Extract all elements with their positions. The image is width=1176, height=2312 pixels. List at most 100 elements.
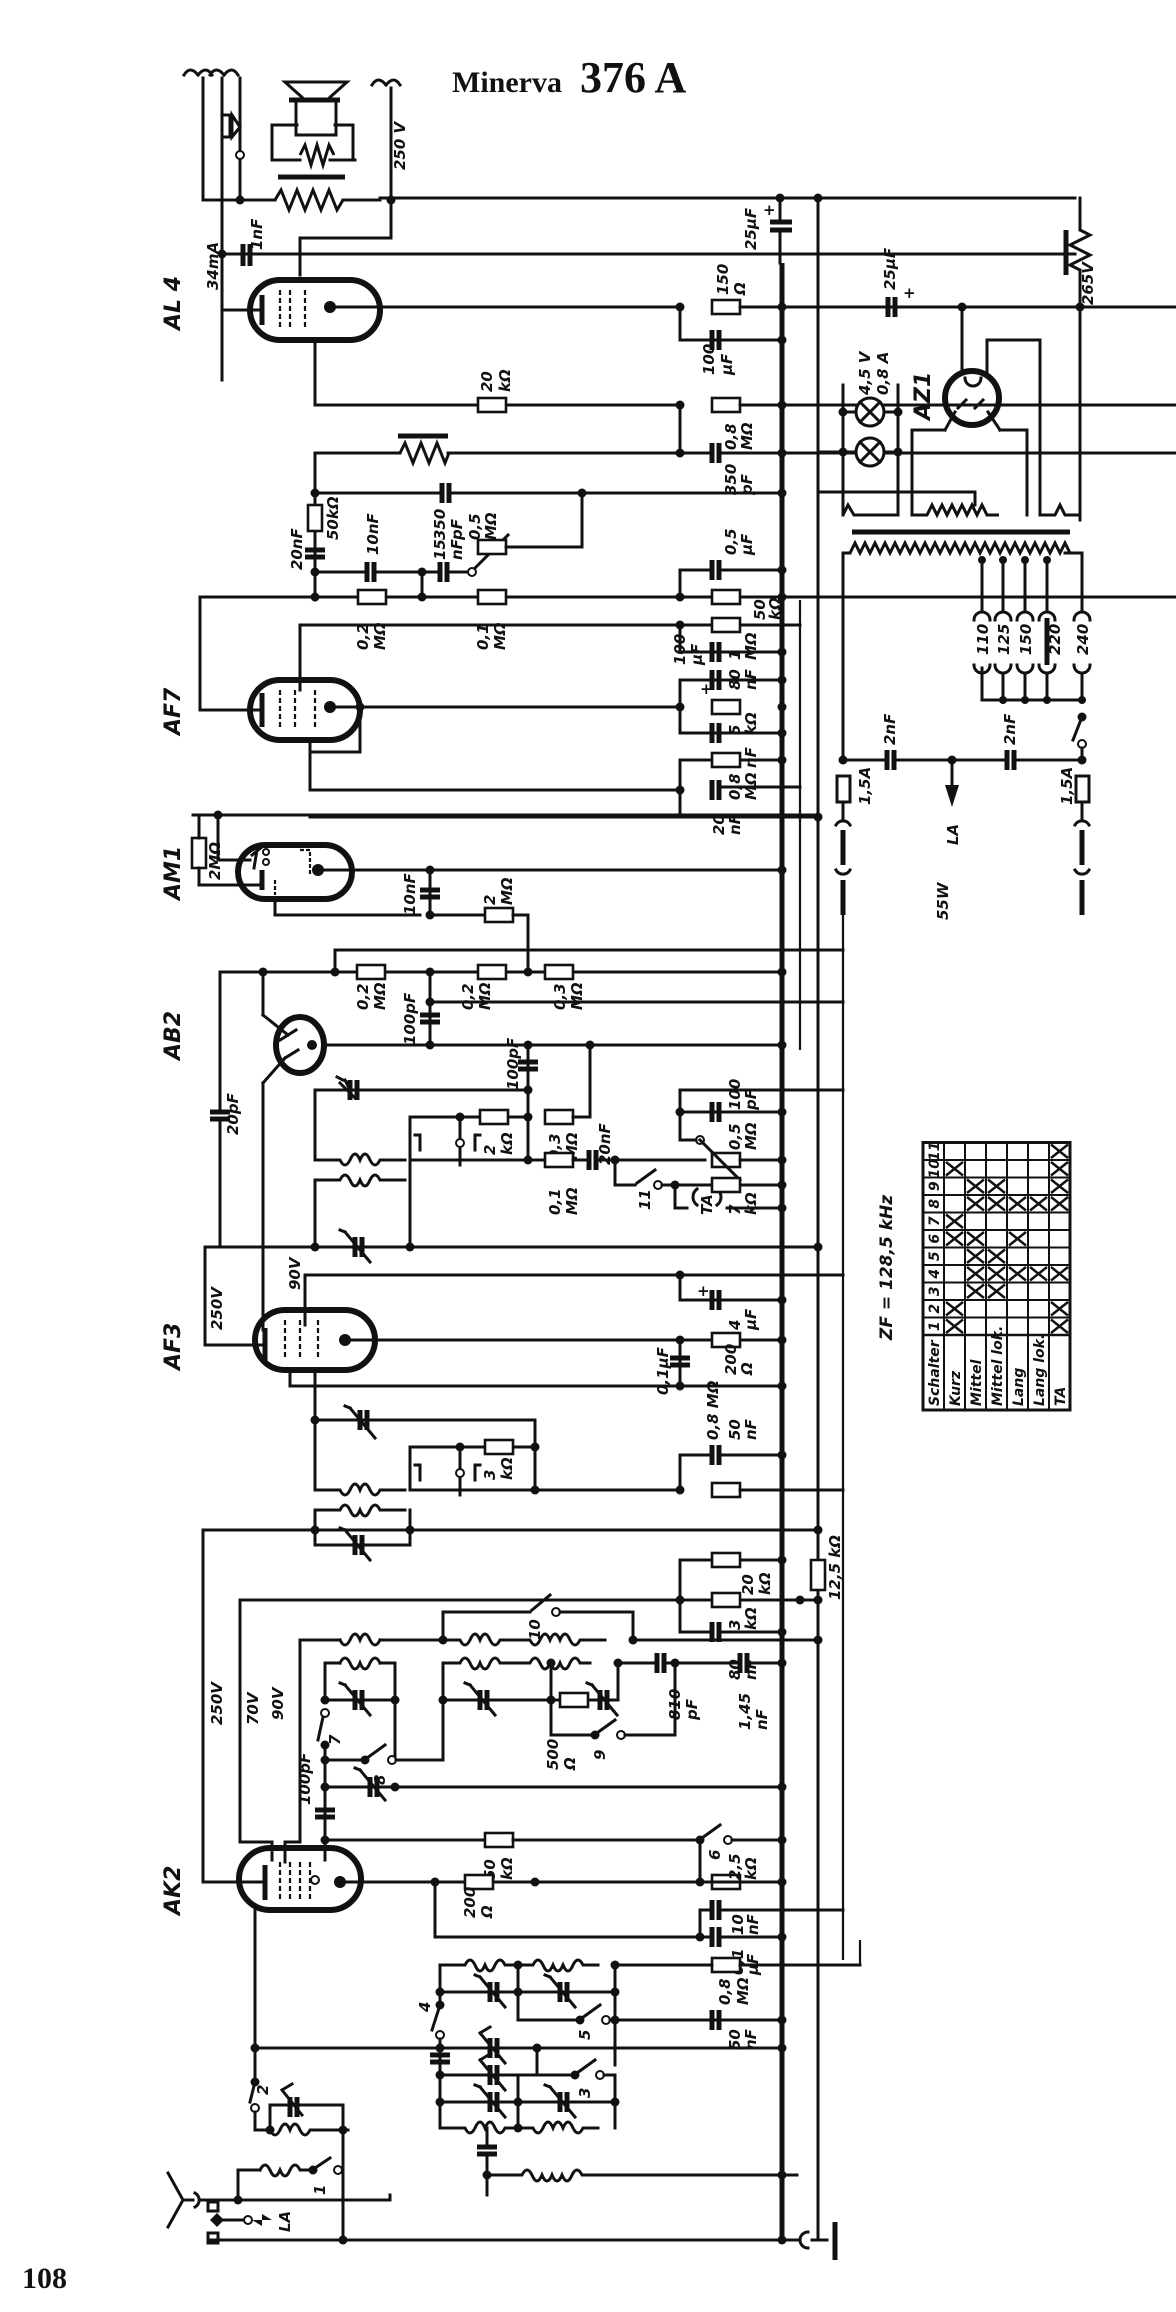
mains-plug-right xyxy=(1072,819,1092,876)
svg-text:MΩ: MΩ xyxy=(476,982,494,1010)
tap-150[interactable]: 150 xyxy=(1017,624,1035,655)
svg-text:4,5 V: 4,5 V xyxy=(856,350,874,396)
svg-text:265V: 265V xyxy=(1079,261,1097,305)
svg-text:500: 500 xyxy=(544,1739,562,1770)
resistor-5k xyxy=(710,698,742,716)
svg-text:20nF: 20nF xyxy=(288,527,306,570)
switch-number-8: 8 xyxy=(927,1199,943,1209)
svg-text:8: 8 xyxy=(371,1775,389,1785)
al4-current-label: 34mA xyxy=(204,242,222,290)
cap-25uF-label: 25µF xyxy=(742,207,760,250)
svg-text:MΩ: MΩ xyxy=(734,1977,752,2005)
svg-text:pF: pF xyxy=(683,1698,701,1721)
svg-text:10: 10 xyxy=(729,1914,747,1935)
tube-af7-label: AF7 xyxy=(161,687,186,737)
svg-text:100: 100 xyxy=(726,1079,744,1110)
output-transformer-primary xyxy=(273,185,345,215)
tube-ak2-label: AK2 xyxy=(161,1866,186,1917)
osc-coil-4 xyxy=(441,1656,592,1671)
resistor-150 xyxy=(710,298,742,316)
svg-text:0,5: 0,5 xyxy=(466,513,484,540)
svg-text:Ω: Ω xyxy=(738,1362,756,1376)
svg-text:MΩ: MΩ xyxy=(742,632,760,660)
switch-table-header: Schalter xyxy=(927,1339,943,1406)
svg-text:1: 1 xyxy=(726,650,744,660)
mode-label: Lang xyxy=(1011,1368,1027,1406)
switch-number-7: 7 xyxy=(927,1216,943,1226)
mode-label: TA xyxy=(1053,1387,1069,1406)
switch-cell xyxy=(966,1178,985,1194)
speaker-coil xyxy=(294,98,338,137)
if-transformer-1-secondary xyxy=(313,1503,407,1518)
resistor-7k xyxy=(710,1176,742,1194)
svg-text:nF: nF xyxy=(742,746,760,768)
tube-af3-label: AF3 xyxy=(161,1323,186,1372)
resistor-3k xyxy=(483,1438,515,1456)
svg-text:150: 150 xyxy=(714,264,732,295)
svg-text:0,5: 0,5 xyxy=(722,528,740,555)
tap-240[interactable]: 240 xyxy=(1074,624,1092,655)
pot-0.8M xyxy=(710,1481,742,1499)
switch-number-10: 10 xyxy=(927,1159,943,1179)
svg-text:MΩ: MΩ xyxy=(568,982,586,1010)
switch-cell xyxy=(1050,1266,1069,1282)
tap-110[interactable]: 110 xyxy=(974,624,992,655)
switch-cell xyxy=(987,1248,1006,1264)
tap-125[interactable]: 125 xyxy=(995,624,1013,655)
svg-text:3: 3 xyxy=(481,1470,499,1480)
cap-1nF-label: 1nF xyxy=(248,218,266,250)
svg-text:20: 20 xyxy=(478,371,496,392)
mode-label: Lang lok. xyxy=(1032,1334,1048,1406)
svg-text:nF: nF xyxy=(448,538,466,560)
svg-text:50: 50 xyxy=(726,2029,744,2050)
voltage-selector[interactable]: 110 125 150 220 240 xyxy=(972,556,1092,704)
svg-text:11: 11 xyxy=(636,1189,654,1210)
switch-cell xyxy=(1008,1231,1027,1247)
resistor-0.3M-b xyxy=(543,1108,575,1126)
svg-text:kΩ: kΩ xyxy=(498,1857,516,1880)
svg-text:20: 20 xyxy=(710,814,728,835)
af3-90v-label: 90V xyxy=(286,1256,304,1290)
if-frequency-note: ZF = 128,5 kHz xyxy=(877,1195,897,1341)
svg-text:1,5A: 1,5A xyxy=(1058,767,1076,805)
svg-text:10nF: 10nF xyxy=(364,512,382,555)
svg-text:1: 1 xyxy=(311,2185,329,2195)
svg-text:0,1: 0,1 xyxy=(474,623,492,650)
osc-coil-3 xyxy=(337,1656,383,1671)
switch-cell xyxy=(1029,1196,1048,1212)
switch-cell xyxy=(1008,1266,1027,1282)
svg-text:µF: µF xyxy=(688,643,706,666)
filter-choke xyxy=(1066,228,1094,272)
tap-220[interactable]: 220 xyxy=(1046,624,1064,655)
svg-text:2: 2 xyxy=(481,1145,499,1155)
antenna-coupling-coil xyxy=(257,2163,317,2178)
switch-cell xyxy=(966,1231,985,1247)
switch-contact-icon xyxy=(220,113,232,139)
if-transformer-2-secondary xyxy=(313,1173,407,1188)
svg-text:4: 4 xyxy=(726,1320,744,1331)
feedback-choke xyxy=(398,438,451,468)
long-wave-coil xyxy=(485,2168,799,2183)
resistor-20k xyxy=(476,396,508,414)
svg-text:Ω: Ω xyxy=(561,1757,579,1771)
svg-text:kΩ: kΩ xyxy=(766,597,784,620)
resistor-3k-b xyxy=(710,1591,742,1609)
switch-cell xyxy=(945,1231,964,1247)
resistor-200-b xyxy=(463,1873,495,1891)
svg-text:0,8: 0,8 xyxy=(726,773,744,800)
jack-icon xyxy=(181,68,215,78)
resistor-2M-b xyxy=(483,906,515,924)
tube-ab2-label: AB2 xyxy=(161,1011,186,1062)
svg-text:MΩ: MΩ xyxy=(742,772,760,800)
svg-text:+: + xyxy=(763,201,776,219)
switch-cell xyxy=(1008,1196,1027,1212)
svg-text:nF: nF xyxy=(742,2028,760,2050)
resistor-200 xyxy=(710,1331,742,1349)
resistor-0.2M xyxy=(356,588,388,606)
svg-text:0,8: 0,8 xyxy=(722,423,740,450)
svg-text:nF: nF xyxy=(753,1708,771,1730)
tube-az1-label: AZ1 xyxy=(911,372,936,422)
ak2-envelope xyxy=(236,1845,364,1913)
tube-am1-label: AM1 xyxy=(161,846,186,902)
svg-text:+: + xyxy=(903,284,916,302)
